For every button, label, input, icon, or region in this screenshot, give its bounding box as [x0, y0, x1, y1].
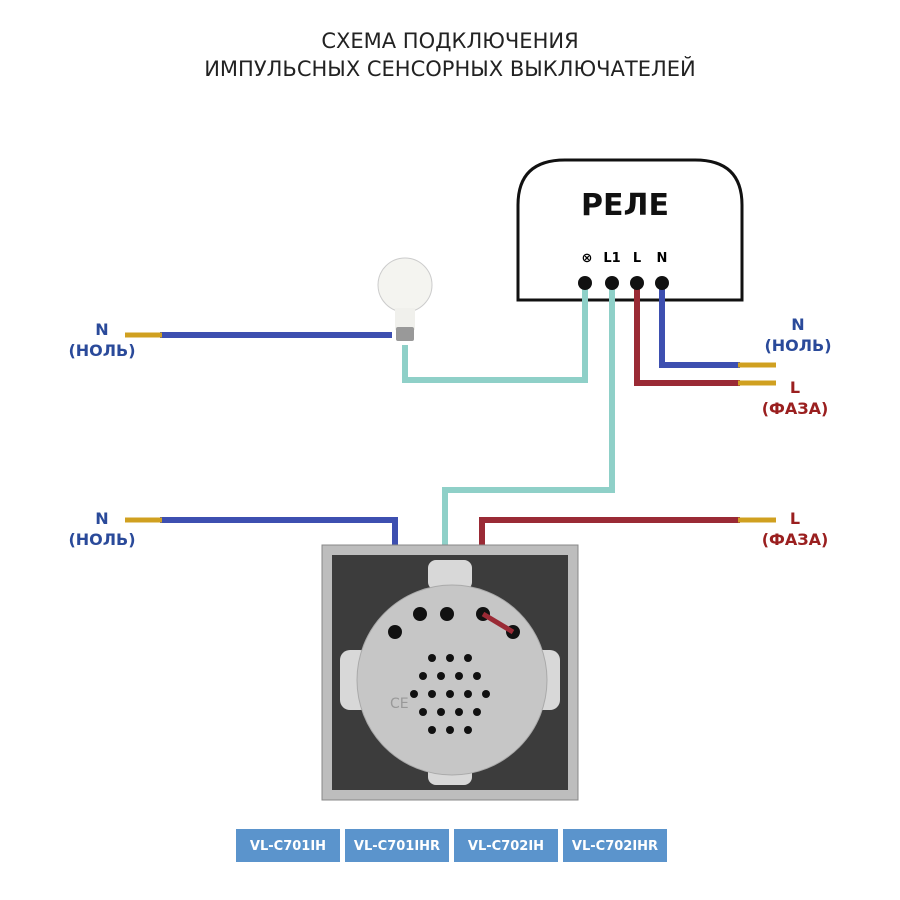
- svg-text:N: N: [95, 320, 108, 339]
- wire-relay-phase: [634, 283, 740, 386]
- wire-relay-neutral: [659, 283, 740, 368]
- relay-terminals: [578, 276, 669, 290]
- svg-text:L: L: [790, 378, 800, 397]
- wires: [160, 283, 740, 630]
- svg-text:(ФАЗА): (ФАЗА): [762, 530, 829, 549]
- relay-terminal-label: N: [657, 251, 668, 266]
- svg-text:N: N: [95, 509, 108, 528]
- relay-terminal-label: ⊗: [582, 251, 593, 266]
- ce-mark-icon: CE: [390, 696, 409, 712]
- svg-text:N: N: [791, 315, 804, 334]
- touch-switch: CE: [321, 544, 579, 801]
- svg-text:(ФАЗА): (ФАЗА): [762, 399, 829, 418]
- svg-text:L: L: [790, 509, 800, 528]
- wire-labels: N (НОЛЬ) N (НОЛЬ) N (НОЛЬ) L (ФАЗА) L (Ф…: [68, 315, 831, 549]
- sensor-holes: [410, 654, 490, 734]
- light-bulb-icon: [377, 257, 433, 341]
- relay-terminal-label: L1: [603, 251, 620, 266]
- title-line-1: СХЕМА ПОДКЛЮЧЕНИЯ: [321, 29, 578, 53]
- svg-text:(НОЛЬ): (НОЛЬ): [764, 336, 831, 355]
- relay: РЕЛЕ ⊗ L1 L N: [516, 158, 744, 302]
- svg-text:(НОЛЬ): (НОЛЬ): [68, 530, 135, 549]
- wire-lamp-relay: [402, 283, 588, 383]
- relay-terminal-label: L: [633, 251, 641, 266]
- relay-label: РЕЛЕ: [581, 188, 669, 223]
- title-line-2: ИМПУЛЬСНЫХ СЕНСОРНЫХ ВЫКЛЮЧАТЕЛЕЙ: [204, 56, 696, 81]
- wire-tips: [125, 332, 776, 523]
- svg-text:(НОЛЬ): (НОЛЬ): [68, 341, 135, 360]
